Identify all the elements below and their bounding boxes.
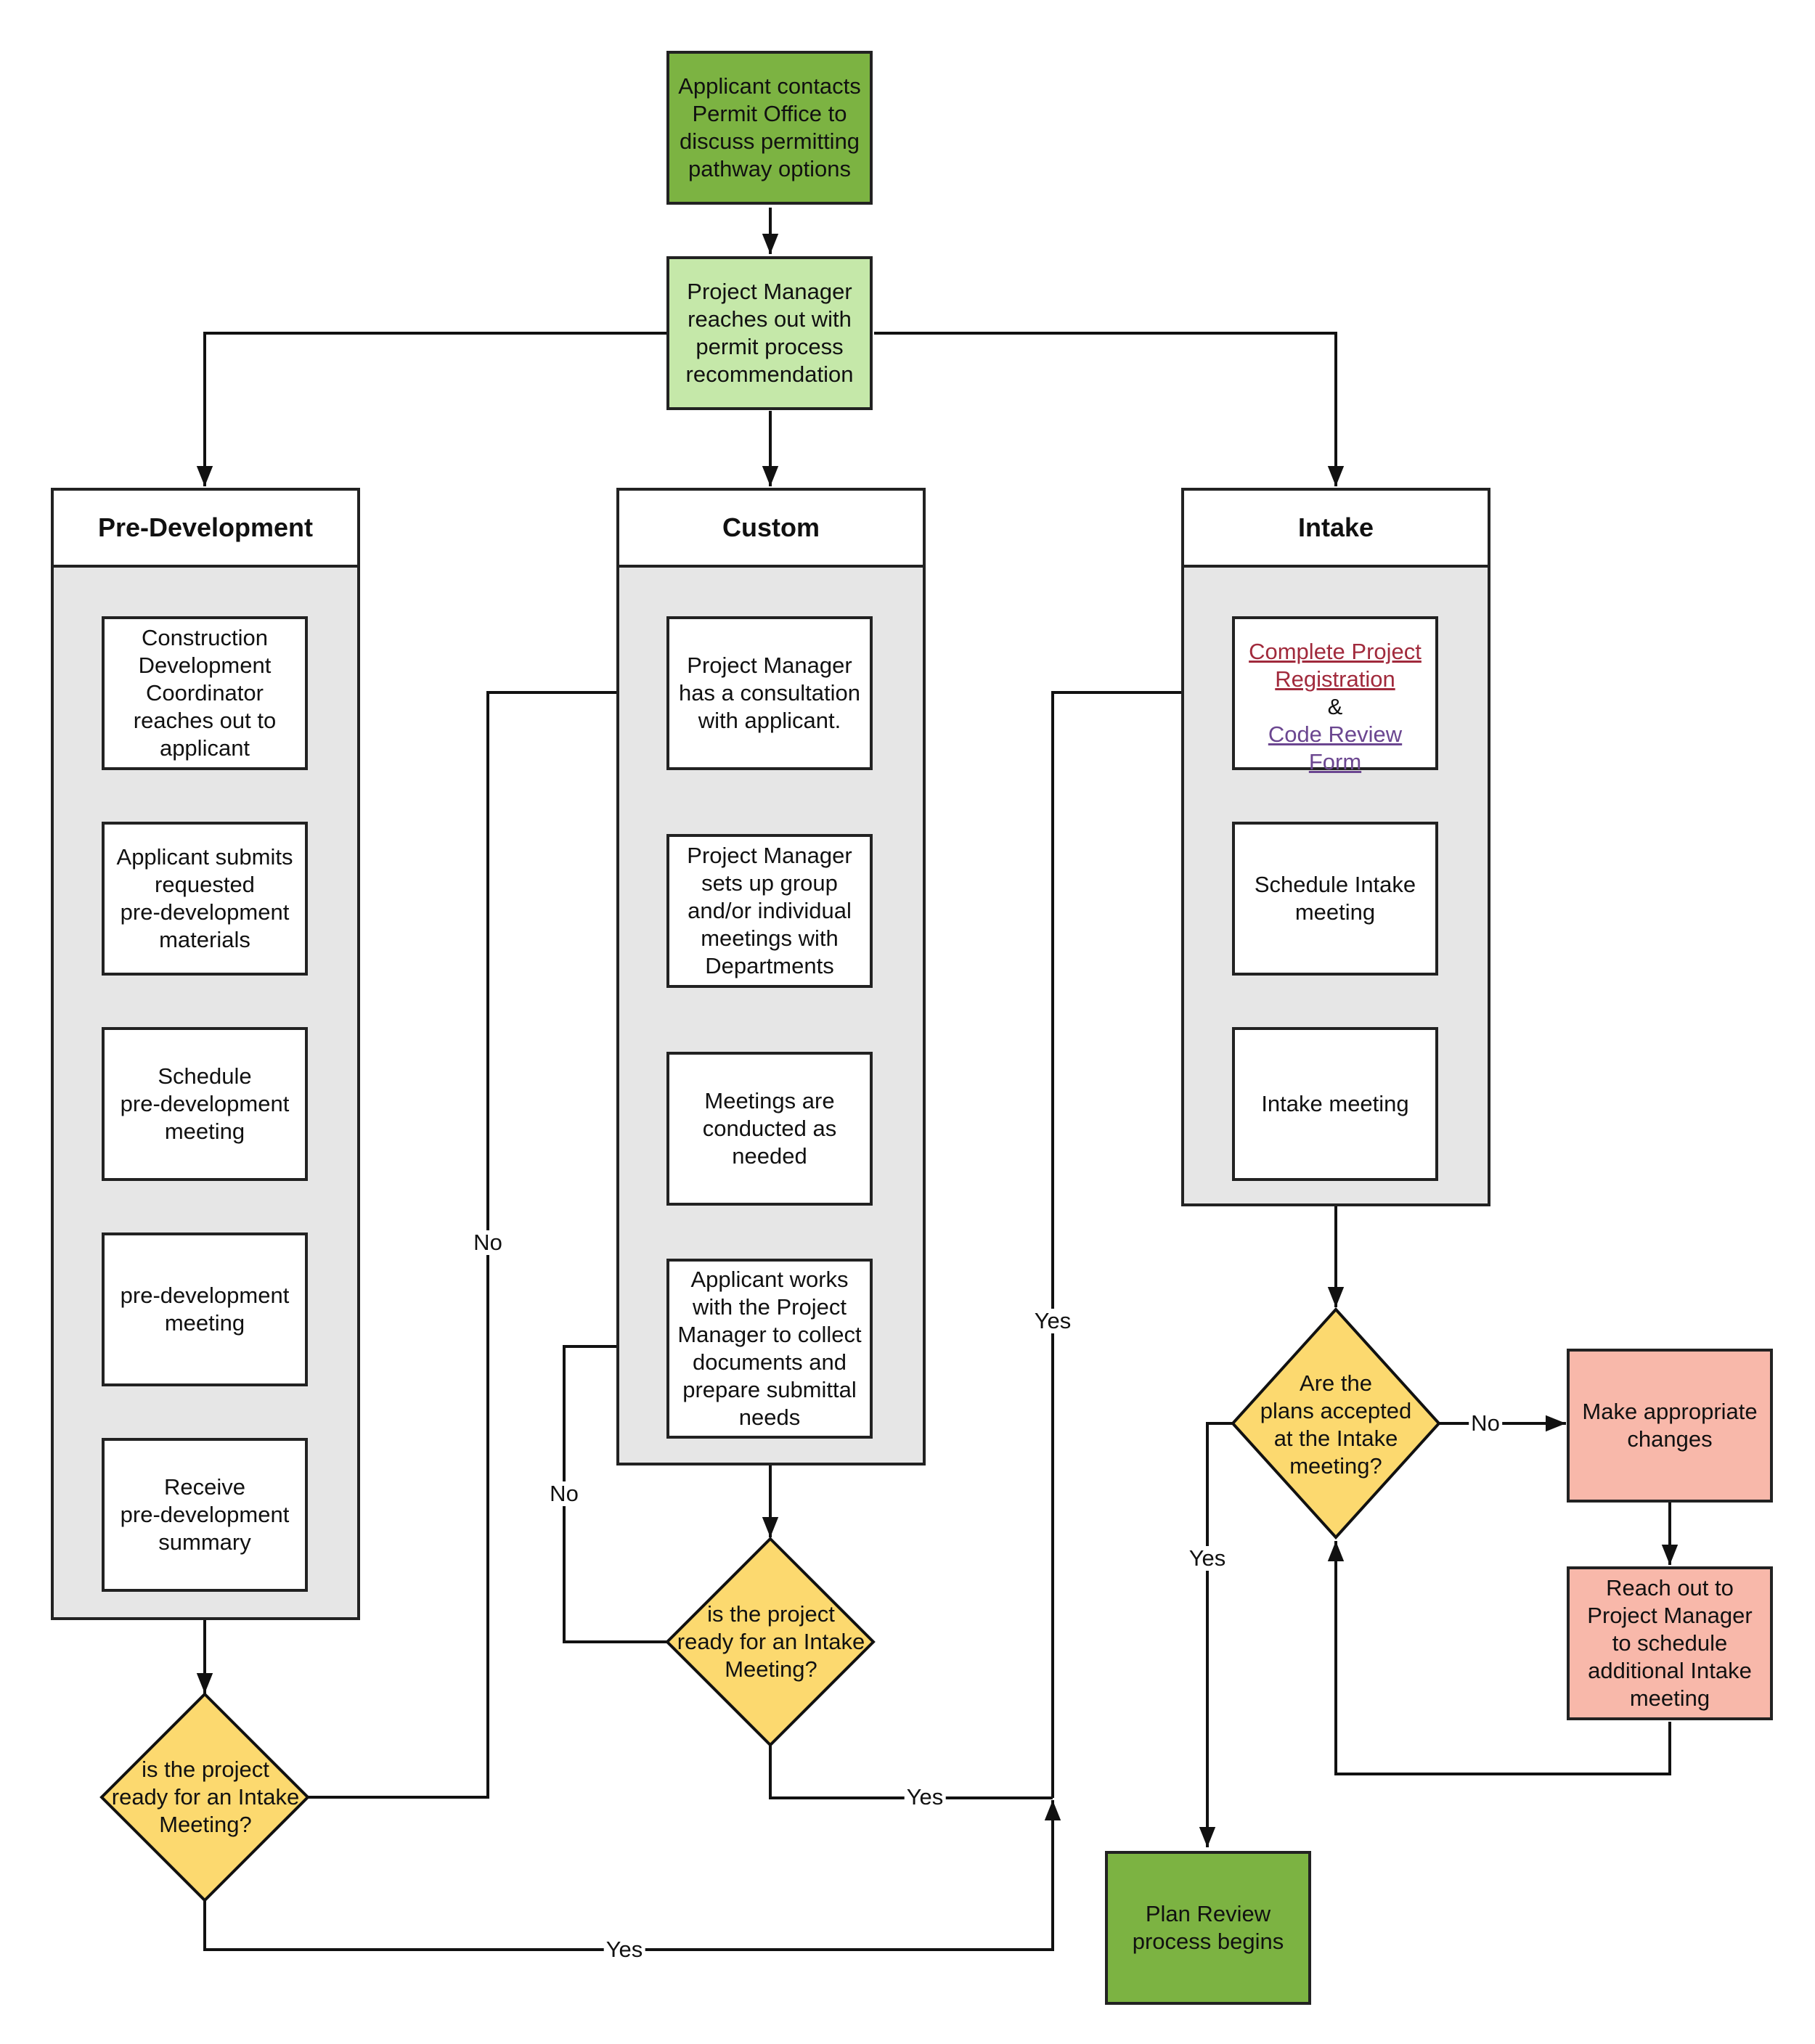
- intake-step-meeting-text: Intake meeting: [1261, 1091, 1409, 1116]
- edge-intake-yes: [1199, 1422, 1233, 1847]
- predev-step-4-text: pre-development meeting: [120, 1283, 290, 1336]
- plan-review-node: Plan Review process begins: [1105, 1851, 1311, 2005]
- intake-registration-step: Complete Project Registration & Code Rev…: [1232, 616, 1438, 774]
- custom-step-2-text: Project Manager sets up group and/or ind…: [687, 843, 852, 978]
- decision-diamond-custom: [665, 1537, 876, 1747]
- custom-step-2: Project Manager sets up group and/or ind…: [666, 834, 873, 988]
- edge-label-predev-yes: Yes: [603, 1937, 645, 1962]
- edge-pm-to-predev: [196, 332, 666, 486]
- edge-predev-yes: [203, 1800, 1061, 1951]
- custom-step-3-text: Meetings are conducted as needed: [702, 1088, 837, 1169]
- reach-out-pm-node: Reach out to Project Manager to schedule…: [1567, 1566, 1773, 1720]
- reach-out-pm-text: Reach out to Project Manager to schedule…: [1587, 1575, 1753, 1711]
- intake-registration-text: Complete Project Registration & Code Rev…: [1242, 610, 1428, 776]
- custom-step-4-text: Applicant works with the Project Manager…: [677, 1267, 862, 1430]
- predev-step-3-text: Schedule pre-development meeting: [120, 1063, 290, 1144]
- edge-label-intake-yes: Yes: [1186, 1546, 1228, 1571]
- pm-reaches-out-node: Project Manager reaches out with permit …: [666, 256, 873, 410]
- decision-intake-label: Are the plans accepted at the Intake mee…: [1260, 1370, 1412, 1479]
- edge-reach-loop: [1327, 1541, 1671, 1775]
- decision-custom-label: is the project ready for an Intake Meeti…: [677, 1601, 865, 1682]
- edge-custom-yes: [769, 1745, 1053, 1799]
- custom-step-4: Applicant works with the Project Manager…: [666, 1259, 873, 1439]
- predev-step-5: Receive pre-development summary: [102, 1438, 308, 1592]
- decision-diamond-intake: [1231, 1307, 1441, 1540]
- predev-step-1: Construction Development Coordinator rea…: [102, 616, 308, 770]
- edge-label-custom-yes: Yes: [904, 1785, 946, 1810]
- predev-step-3: Schedule pre-development meeting: [102, 1027, 308, 1181]
- decision-diamond-predev: [99, 1692, 310, 1902]
- edge-label-custom-no: No: [547, 1481, 581, 1506]
- pm-reaches-out-text: Project Manager reaches out with permit …: [685, 279, 854, 387]
- predev-step-4: pre-development meeting: [102, 1232, 308, 1386]
- edge-label-trunk-yes: Yes: [1032, 1309, 1074, 1333]
- intake-step-meeting: Intake meeting: [1232, 1027, 1438, 1181]
- decision-predev-label: is the project ready for an Intake Meeti…: [111, 1757, 300, 1837]
- code-review-form-link[interactable]: Code Review Form: [1268, 721, 1403, 774]
- predev-step-5-text: Receive pre-development summary: [120, 1474, 290, 1555]
- predev-step-1-text: Construction Development Coordinator rea…: [133, 625, 277, 761]
- applicant-contacts-text: Applicant contacts Permit Office to disc…: [678, 73, 861, 181]
- ampersand-text: &: [1327, 694, 1343, 719]
- edge-label-predev-no: No: [471, 1230, 505, 1255]
- plan-review-text: Plan Review process begins: [1132, 1901, 1284, 1954]
- make-changes-node: Make appropriate changes: [1567, 1349, 1773, 1503]
- project-registration-link[interactable]: Complete Project Registration: [1249, 639, 1422, 692]
- custom-step-1: Project Manager has a consultation with …: [666, 616, 873, 770]
- predev-step-2-text: Applicant submits requested pre-developm…: [116, 844, 293, 952]
- make-changes-text: Make appropriate changes: [1582, 1399, 1758, 1452]
- intake-step-schedule: Schedule Intake meeting: [1232, 822, 1438, 976]
- lane-title-custom: Custom: [619, 491, 923, 568]
- predev-step-2: Applicant submits requested pre-developm…: [102, 822, 308, 976]
- edge-yes-trunk-to-intake: [1051, 684, 1232, 1798]
- applicant-contacts-node: Applicant contacts Permit Office to disc…: [666, 51, 873, 205]
- custom-step-1-text: Project Manager has a consultation with …: [679, 653, 860, 733]
- edge-label-intake-no: No: [1469, 1411, 1502, 1436]
- lane-title-pre-development: Pre-Development: [54, 491, 357, 568]
- custom-step-3: Meetings are conducted as needed: [666, 1052, 873, 1206]
- edge-pm-to-intake: [874, 332, 1345, 486]
- intake-step-schedule-text: Schedule Intake meeting: [1254, 872, 1416, 925]
- lane-title-intake: Intake: [1184, 491, 1488, 568]
